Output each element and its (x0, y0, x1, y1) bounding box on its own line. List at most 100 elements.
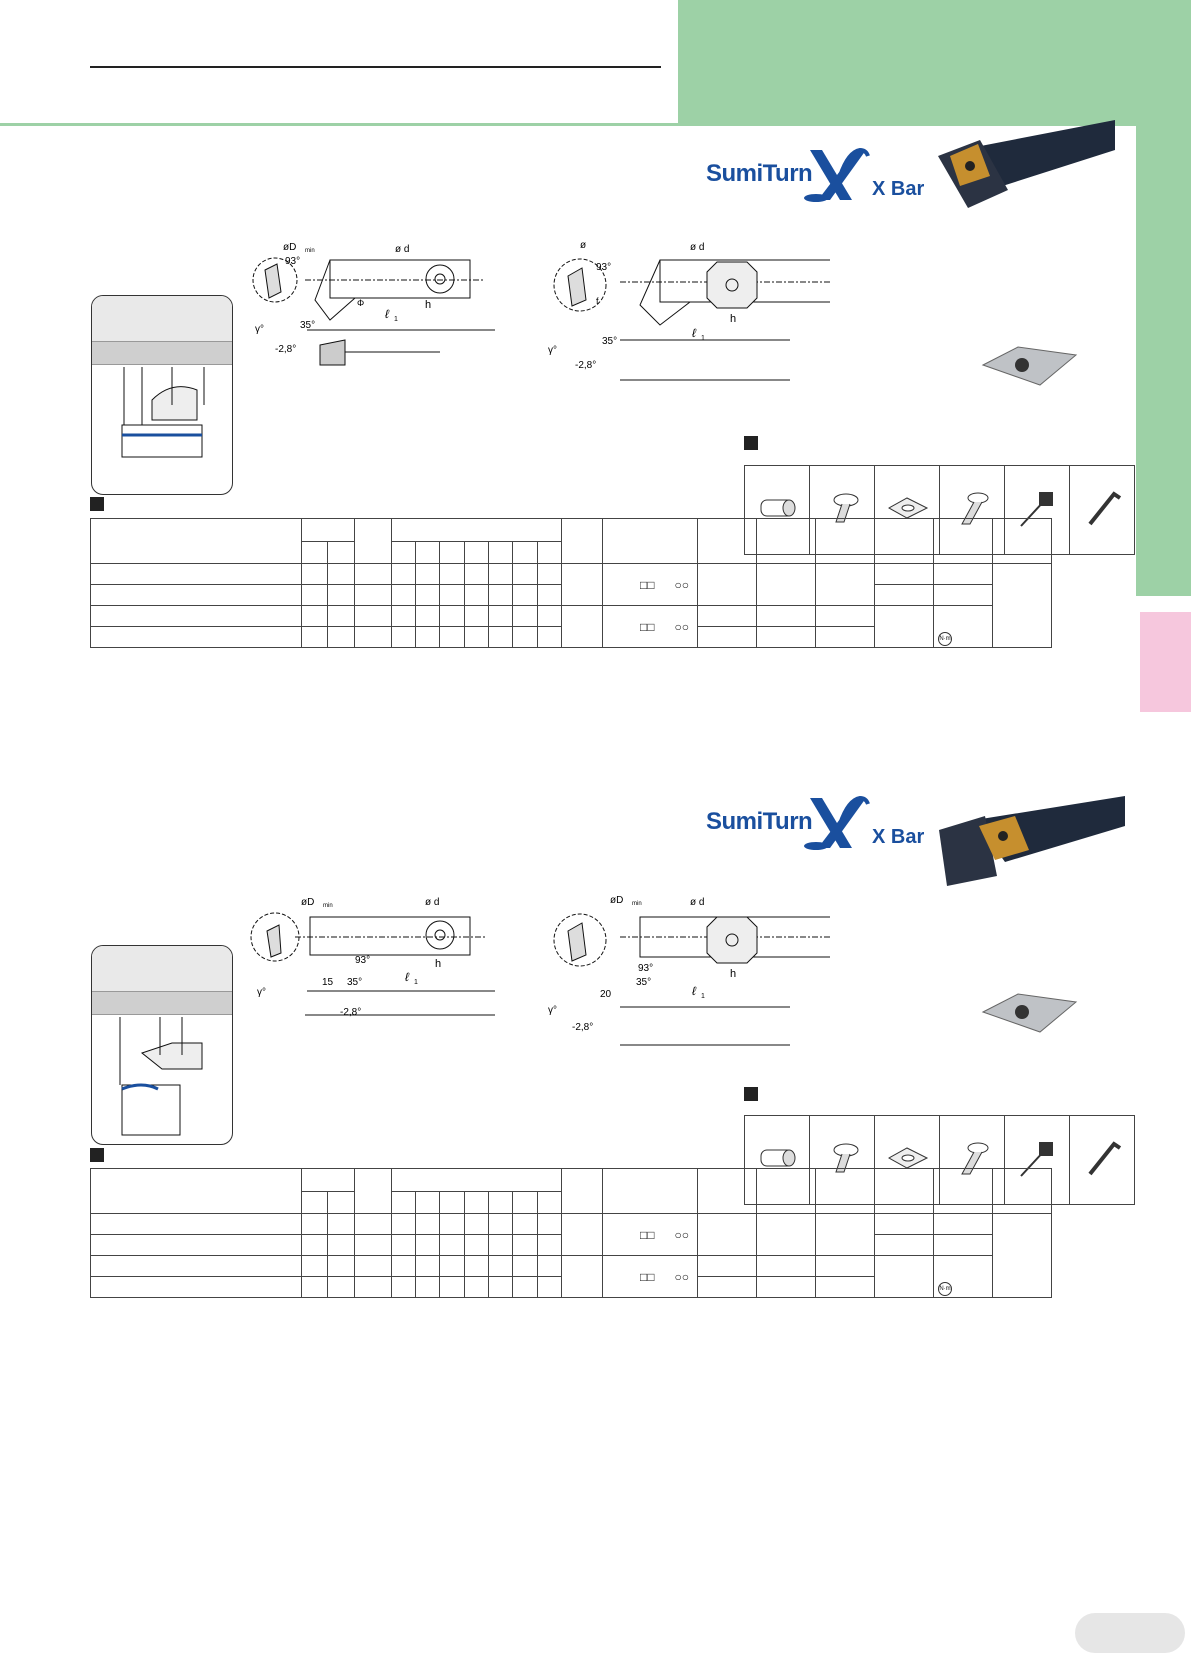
dim-l1-sub-r: 1 (701, 335, 705, 342)
dim-neg28-r: -2,8° (575, 360, 596, 371)
tool-drawing-right: ø ø d 93° 35° -2,8° γ° h ℓ 1 f (548, 240, 830, 381)
insert-photo (981, 346, 1078, 386)
col-insert (602, 518, 698, 564)
dim-l1-sub-2: 1 (414, 979, 418, 986)
table-row (90, 1276, 1052, 1298)
dim-93: 93° (285, 256, 300, 267)
insert-photo-2 (981, 993, 1078, 1033)
dim-l1-sub-r2: 1 (701, 993, 705, 1000)
dim-gamma-r: γ° (548, 345, 557, 356)
tool-drawing-left-2: øD min ø d 93° 35° 15 -2,8° γ° h ℓ 1 (250, 897, 495, 1018)
dim-15-2: 15 (322, 977, 334, 988)
col-part-4 (874, 1168, 934, 1214)
dim-gamma-r2: γ° (548, 1005, 557, 1016)
screw-icon (760, 1149, 796, 1166)
table-row: □□ ○○ (90, 605, 1052, 648)
col-part-1 (697, 518, 757, 564)
spec-heading-marker-2 (90, 1148, 104, 1162)
table-row: □□ ○○ (90, 1255, 1052, 1298)
dim-dmin-2: øD (301, 897, 314, 908)
col-dmin (353, 518, 392, 564)
tool-photo-2 (939, 796, 1125, 886)
table-row: □□ ○○ (90, 563, 1052, 648)
tool-drawing-left: øD min ø d 93° 35° -2,8° γ° h ℓ 1 Φ (252, 242, 495, 366)
dim-gamma: γ° (255, 324, 264, 335)
part-cell[interactable] (1069, 465, 1135, 555)
green-band (0, 123, 1136, 126)
dim-d-2: ø d (425, 897, 439, 908)
dim-35-2: 35° (347, 977, 362, 988)
dim-d: ø d (395, 244, 409, 255)
col-part-6 (992, 1168, 1052, 1214)
dim-neg28-r2: -2,8° (572, 1022, 593, 1033)
dim-dmin: øD (283, 242, 296, 253)
dim-dmin-r2: øD (610, 895, 623, 906)
dim-l1-sub: 1 (394, 316, 398, 323)
dim-h-r2: h (730, 968, 736, 980)
header-rule (90, 66, 661, 68)
dim-d-r: ø d (690, 242, 704, 253)
col-part-6 (992, 518, 1052, 564)
shim-icon (887, 496, 929, 519)
dim-d-r2: ø d (690, 897, 704, 908)
dim-35-r: 35° (602, 336, 617, 347)
logo-suffix-wrap-2: X Bar (872, 826, 924, 849)
parts-heading-marker (744, 436, 758, 450)
side-tab-green[interactable] (1136, 123, 1191, 596)
table-row (90, 584, 1052, 606)
dim-neg28: -2,8° (275, 344, 296, 355)
col-stock (301, 518, 355, 542)
dim-dmin-sub: min (305, 248, 315, 254)
logo-brand: SumiTurn (706, 160, 813, 187)
dim-35-r2: 35° (636, 977, 651, 988)
col-dimensions (390, 518, 563, 542)
dim-phi: Φ (357, 298, 364, 308)
dim-l1-r2: ℓ (692, 984, 697, 998)
application-sketch (121, 367, 205, 458)
page-number-tab (1075, 1613, 1185, 1653)
side-tab-pink[interactable] (1140, 612, 1191, 712)
col-catalog-no (90, 1168, 302, 1214)
logo-brand-2: SumiTurn (706, 808, 813, 835)
parts-heading-marker-2 (744, 1087, 758, 1101)
dim-l1-2: ℓ (405, 970, 410, 984)
dim-h-2: h (435, 958, 441, 970)
col-stock (301, 1168, 355, 1192)
dim-gamma-2: γ° (257, 987, 266, 998)
insert-symbol-a: □□ (639, 1227, 655, 1242)
dim-neg28-2: -2,8° (340, 1007, 361, 1018)
insert-symbol-a: □□ (639, 577, 655, 592)
insert-symbol-a: □□ (639, 619, 655, 634)
table-row: □□ ○○ (90, 1213, 1052, 1298)
torque-icon-2: N·m (938, 1282, 952, 1296)
part-cell[interactable] (1069, 1115, 1135, 1205)
dim-dmin-r: ø (580, 240, 586, 251)
dim-l1-r: ℓ (692, 326, 697, 340)
insert-symbol-b: ○○ (674, 619, 690, 634)
header-green-block (678, 0, 1191, 125)
col-part-2 (756, 1168, 816, 1214)
insert-symbol-b: ○○ (674, 1227, 690, 1242)
insert-symbol-b: ○○ (674, 1269, 690, 1284)
dim-93-2: 93° (355, 955, 370, 966)
dim-93-r2: 93° (638, 963, 653, 974)
x-logo-icon (804, 147, 870, 202)
col-dmin (353, 1168, 392, 1214)
dim-f-r: f (596, 296, 599, 306)
sumiturn-logo-2: SumiTurn (706, 808, 813, 836)
col-part-1 (697, 1168, 757, 1214)
col-gamma (561, 1168, 603, 1214)
logo-suffix-2: X Bar (872, 826, 925, 848)
insert-symbol-b: ○○ (674, 577, 690, 592)
table-row (90, 626, 1052, 648)
spec-table: □□ ○○ □□ ○○ (90, 518, 1052, 648)
col-part-3 (815, 1168, 875, 1214)
col-part-2 (756, 518, 816, 564)
spec-heading-marker (90, 497, 104, 511)
shim-icon (887, 1146, 929, 1169)
col-insert (602, 1168, 698, 1214)
logo-suffix: X Bar (872, 178, 925, 200)
tool-photo (938, 120, 1115, 208)
tool-drawing-right-2: øD min ø d 93° 35° 20 -2,8° γ° h ℓ 1 (548, 895, 830, 1046)
col-dimensions (390, 1168, 563, 1192)
